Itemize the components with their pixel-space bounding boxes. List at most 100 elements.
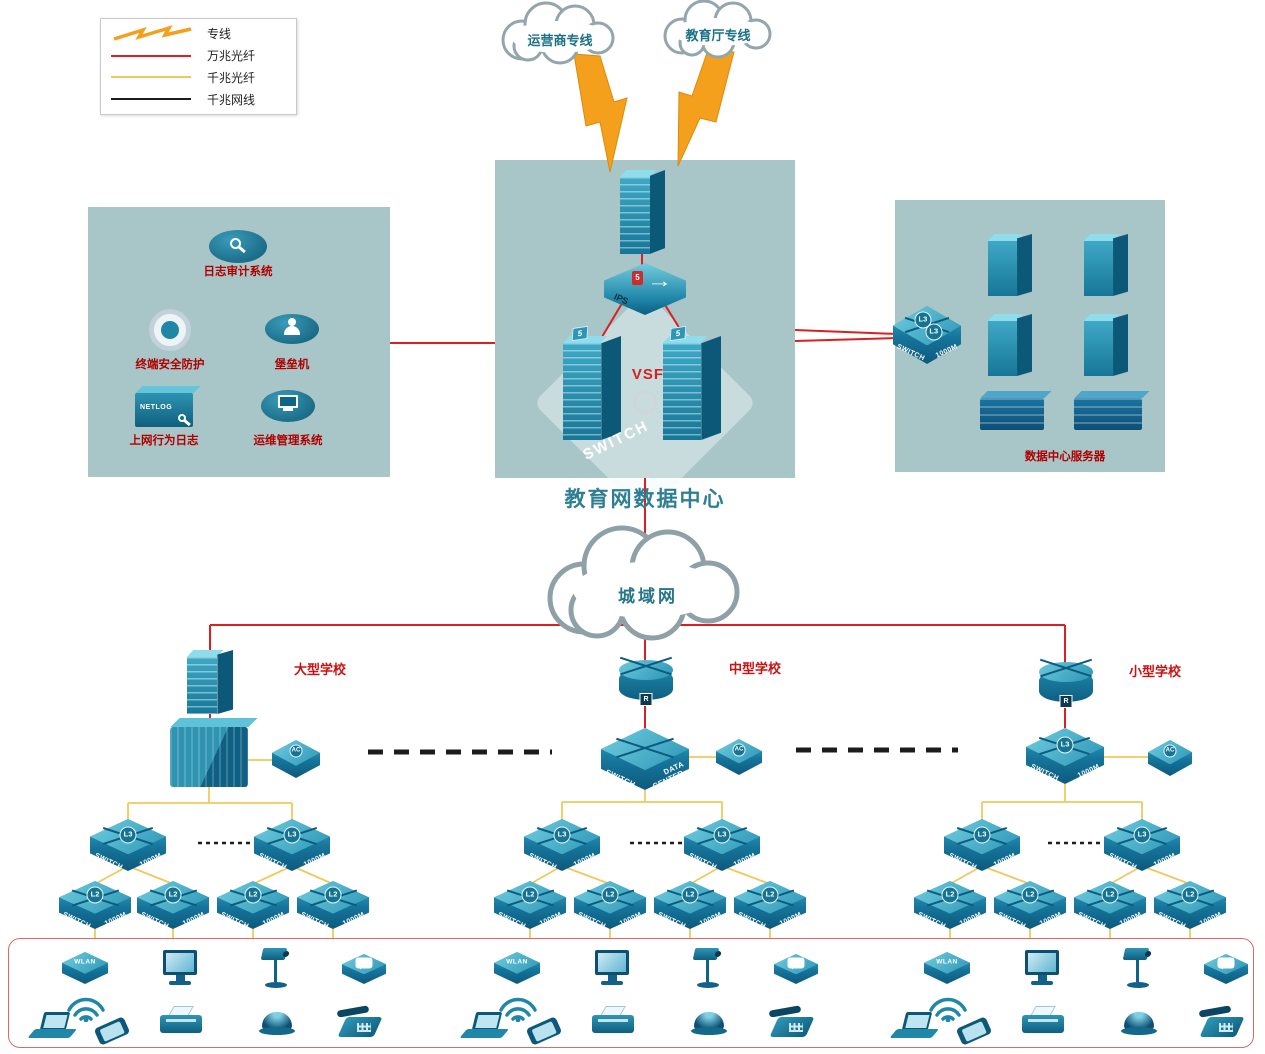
- medium-school-ac: AC: [716, 739, 762, 775]
- legend-label: 千兆光纤: [207, 70, 256, 85]
- ops-management-label: 运维管理系统: [253, 435, 323, 447]
- small-school-router: R: [1039, 662, 1093, 708]
- keypad: [789, 1023, 803, 1032]
- l3-switch: L3 SWITCH 1000M: [90, 819, 166, 871]
- switch-label: SWITCH: [736, 911, 767, 931]
- vsf-ring-icon: [633, 390, 657, 414]
- switch-label: SWITCH: [61, 911, 92, 931]
- l2-switch: L2 SWITCH 1000M: [1074, 881, 1146, 931]
- rack-server: [980, 398, 1044, 430]
- speed-label: 1000M: [181, 911, 207, 928]
- legend-label: 千兆网线: [207, 92, 256, 107]
- speed-label: 1000M: [538, 911, 564, 928]
- l3-chip: L3: [973, 826, 991, 844]
- desktop-monitor-icon: [163, 950, 197, 985]
- ac-chip: AC: [1163, 744, 1177, 758]
- legend-row-10g: 万兆光纤: [111, 46, 286, 66]
- router-top: [619, 660, 673, 680]
- medium-school-router: R: [619, 660, 673, 706]
- endpoint-protection-label: 终端安全防护: [135, 359, 205, 371]
- camera-head: [692, 948, 720, 960]
- carrier-cloud-label: 运营商专线: [527, 33, 593, 48]
- l3-chip: L3: [713, 826, 731, 844]
- vsf-label: VSF: [631, 366, 665, 383]
- person-icon: [288, 318, 296, 326]
- device-front-face: [620, 177, 650, 254]
- camera-base: [697, 982, 719, 988]
- speed-label: 1000M: [261, 911, 287, 928]
- cable-1g-links: [198, 747, 1102, 845]
- l2-switch: L2 SWITCH 1000M: [574, 881, 646, 931]
- man-cloud-label: 城域网: [618, 587, 678, 606]
- server-tower: [988, 314, 1032, 376]
- log-audit-icon: [209, 230, 267, 263]
- education-cloud-label: 教育厅专线: [685, 28, 751, 43]
- camera-pole: [706, 960, 709, 982]
- switch-label: SWITCH: [996, 911, 1027, 931]
- speech-bubble-icon: [1217, 957, 1235, 970]
- l2-switch: L2 SWITCH 1000M: [994, 881, 1066, 931]
- l3-switch: L3 SWITCH 1000M: [254, 819, 330, 871]
- l3-chip: L3: [925, 323, 943, 341]
- monitor-icon: [278, 395, 298, 408]
- device-side-face: [701, 336, 721, 440]
- netlog-label: 上网行为日志: [129, 435, 199, 447]
- large-school-label: 大型学校: [293, 662, 346, 677]
- keyboard-deck: [27, 1029, 77, 1038]
- legend-label: 万兆光纤: [207, 49, 256, 64]
- chat-terminal-icon: [1204, 954, 1248, 984]
- switch-label: SWITCH: [219, 911, 250, 931]
- l2-switch: L2 SWITCH 1000M: [217, 881, 289, 931]
- speed-label: 1000M: [138, 852, 163, 869]
- datacenter-l3-switch: L3 L3 SWITCH 1000M: [893, 306, 961, 364]
- legend-row-1g-fiber: 千兆光纤: [111, 67, 286, 87]
- laptop-icon: [889, 1012, 943, 1042]
- ips-badge: 5: [632, 271, 643, 285]
- l3-chip: L3: [283, 826, 301, 844]
- fiber-1g-links: [94, 756, 1191, 938]
- device-side-face: [217, 650, 233, 714]
- l2-chip: L2: [681, 886, 699, 904]
- screen: [901, 1012, 933, 1030]
- chat-terminal-icon: [774, 954, 818, 984]
- switch-label: SWITCH: [656, 911, 687, 931]
- handset: [336, 1005, 370, 1018]
- l2-chip: L2: [761, 886, 779, 904]
- l2-switch: L2 SWITCH 1000M: [914, 881, 986, 931]
- datacenter-title: 教育网数据中心: [564, 487, 726, 511]
- l2-switch: L2 SWITCH 1000M: [494, 881, 566, 931]
- printer-icon: [160, 1006, 204, 1036]
- switch-label: SWITCH: [1029, 763, 1060, 783]
- server-zone-caption: 数据中心服务器: [1024, 451, 1106, 463]
- cloud-education-shape: [663, 0, 772, 59]
- speed-label: 1000M: [778, 911, 804, 928]
- camera-base: [1127, 982, 1149, 988]
- series-badge: 5: [571, 325, 589, 342]
- wlan-label: WLAN: [936, 958, 958, 966]
- router-top: [1039, 662, 1093, 682]
- handset: [1198, 1005, 1232, 1018]
- magnifier-icon: [230, 238, 241, 249]
- wlan-label: WLAN: [74, 958, 96, 966]
- netlog-device: NETLOG: [135, 393, 193, 427]
- l3-chip: L3: [914, 311, 932, 329]
- l2-switch: L2 SWITCH 1000M: [1154, 881, 1226, 931]
- stand: [175, 974, 185, 981]
- large-school-core-device: [170, 727, 248, 787]
- l2-switch: L2 SWITCH 1000M: [654, 881, 726, 931]
- log-audit-label: 日志审计系统: [203, 266, 273, 278]
- large-school-ac: AC: [272, 740, 320, 778]
- switch-label: SWITCH: [1156, 911, 1187, 931]
- printer-body: [160, 1015, 202, 1033]
- keypad: [357, 1023, 371, 1032]
- base: [169, 981, 191, 985]
- switch-label: SWITCH: [139, 911, 170, 931]
- keypad: [1219, 1023, 1233, 1032]
- device-side-face: [1113, 234, 1128, 296]
- l2-chip: L2: [1101, 886, 1119, 904]
- l3-chip: L3: [119, 826, 137, 844]
- device-front-face: [1084, 241, 1114, 296]
- base: [1031, 981, 1053, 985]
- device-side-face: [1017, 234, 1032, 296]
